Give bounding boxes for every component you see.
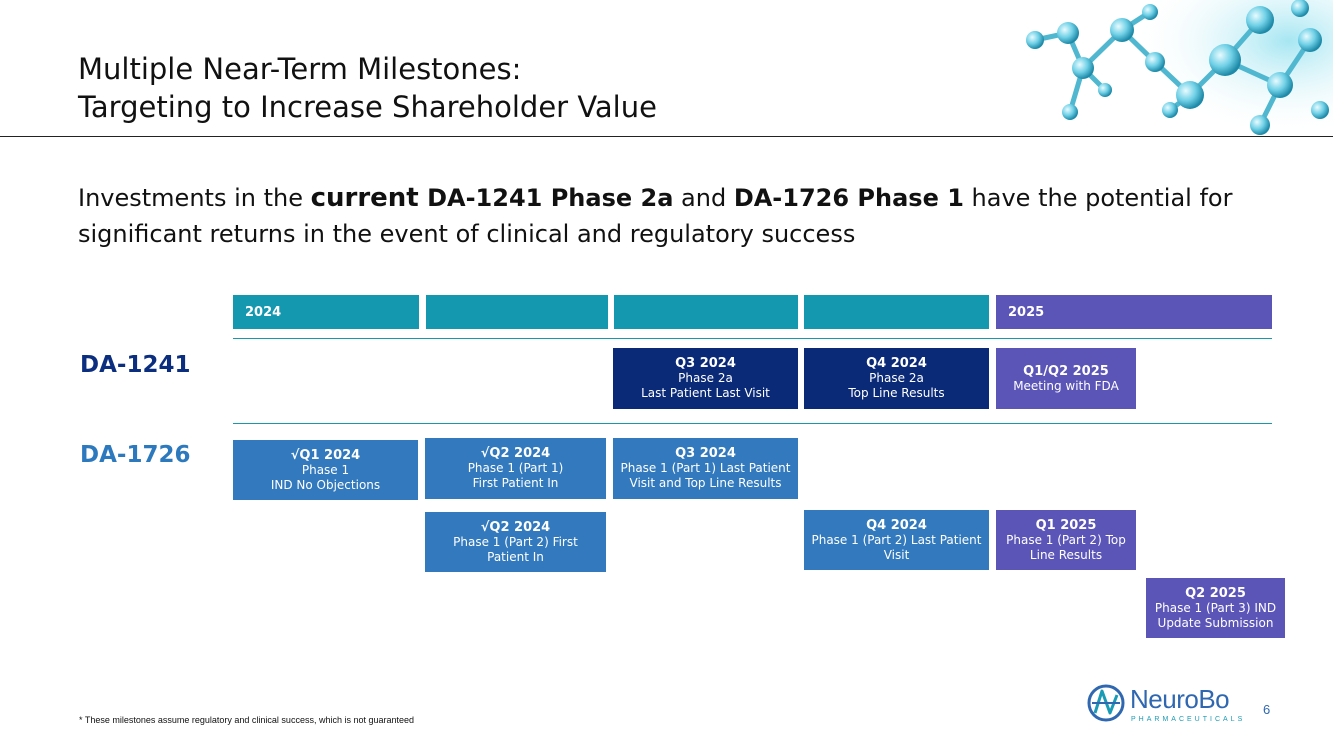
milestone-line: Line Results [1029,547,1103,562]
milestone-line: Phase 2a [869,371,924,385]
quarter-bar-q3-2024 [614,295,798,329]
milestone-da1726-q2-2025: Q2 2025 Phase 1 (Part 3) IND Update Subm… [1146,578,1285,638]
drug-label-da1241: DA-1241 [80,352,191,378]
title-line-1: Multiple Near-Term Milestones: [78,52,522,86]
milestone-da1726-q2-2024-part2: √Q2 2024 Phase 1 (Part 2) First Patient … [425,512,606,572]
milestone-line: Top Line Results [848,386,945,400]
logo-wordmark: NeuroBo [1130,684,1230,714]
company-logo: NeuroBo PHARMACEUTICALS [1086,683,1246,729]
drug-label-da1726: DA-1726 [80,442,191,468]
milestone-line: Phase 1 (Part 1) [467,461,564,475]
intro-part-1: Investments in the [78,184,311,212]
milestone-line: Phase 1 (Part 2) Top [1006,532,1126,547]
year-label-2024: 2024 [245,305,282,320]
milestone-line: First Patient In [472,476,559,490]
milestone-line: Visit [883,547,910,562]
milestone-line: Update Submission [1157,615,1274,630]
milestone-line: Last Patient Last Visit [641,386,770,400]
milestone-line: IND No Objections [270,477,381,492]
intro-text: Investments in the current DA-1241 Phase… [78,180,1258,252]
row-divider-1 [233,338,1272,339]
milestone-heading: Q2 2025 [1185,585,1246,601]
quarter-bar-q4-2024 [804,295,989,329]
row-divider-2 [233,423,1272,424]
intro-drug-2: DA-1726 Phase 1 [733,184,964,212]
milestone-heading: √Q1 2024 [290,447,361,463]
milestone-heading: Q3 2024 [675,356,736,371]
quarter-bar-q2-2024 [426,295,608,329]
milestone-da1726-q1-2025: Q1 2025 Phase 1 (Part 2) Top Line Result… [996,510,1136,570]
quarter-bar-q1-2024: 2024 [233,295,419,329]
neurobo-logo-icon [1087,684,1125,722]
milestone-line: Phase 1 (Part 2) Last Patient [811,532,982,547]
milestone-heading: √Q2 2024 [480,519,551,535]
molecule-graphic [1026,0,1333,137]
title-line-2: Targeting to Increase Shareholder Value [78,90,657,124]
milestone-da1726-q3-2024: Q3 2024 Phase 1 (Part 1) Last Patient Vi… [613,438,798,499]
intro-drug-1: DA-1241 Phase 2a [418,184,674,212]
milestone-line: Phase 1 (Part 2) First [453,534,578,549]
milestone-line: Patient In [487,549,544,564]
milestone-heading: Q3 2024 [675,446,736,461]
milestone-heading: Q1 2025 [1035,517,1097,533]
milestone-heading: √Q2 2024 [480,446,551,461]
milestone-da1726-q1-2024: √Q1 2024 Phase 1 IND No Objections [233,440,418,500]
milestone-da1241-q3-2024: Q3 2024 Phase 2a Last Patient Last Visit [613,348,798,409]
milestone-heading: Q4 2024 [866,356,927,371]
footnote: * These milestones assume regulatory and… [79,715,415,725]
milestone-line: Visit and Top Line Results [629,476,782,490]
header-divider [0,136,1333,137]
milestone-line: Phase 1 (Part 3) IND [1154,600,1277,615]
milestone-da1726-q2-2024-part1: √Q2 2024 Phase 1 (Part 1) First Patient … [425,438,606,499]
year-label-2025: 2025 [1008,305,1045,320]
intro-part-6: have the potential for significant retur… [78,184,1233,248]
slide-title: Multiple Near-Term Milestones: Targeting… [78,50,657,126]
intro-part-4: and [673,184,734,212]
milestone-da1726-q4-2024: Q4 2024 Phase 1 (Part 2) Last Patient Vi… [804,510,989,570]
milestone-heading: Q4 2024 [866,517,927,533]
milestone-line: Phase 2a [678,371,733,385]
milestone-line: Meeting with FDA [1013,378,1119,393]
milestone-line: Phase 1 (Part 1) Last Patient [620,461,791,475]
page-number: 6 [1263,702,1271,717]
quarter-bar-2025: 2025 [996,295,1272,329]
milestone-line: Phase 1 [301,462,350,477]
milestone-heading: Q1/Q2 2025 [1023,363,1109,379]
intro-emphasis: current [310,183,419,213]
milestone-da1241-q4-2024: Q4 2024 Phase 2a Top Line Results [804,348,989,409]
logo-subtitle: PHARMACEUTICALS [1131,716,1246,723]
milestone-da1241-q1q2-2025: Q1/Q2 2025 Meeting with FDA [996,348,1136,409]
